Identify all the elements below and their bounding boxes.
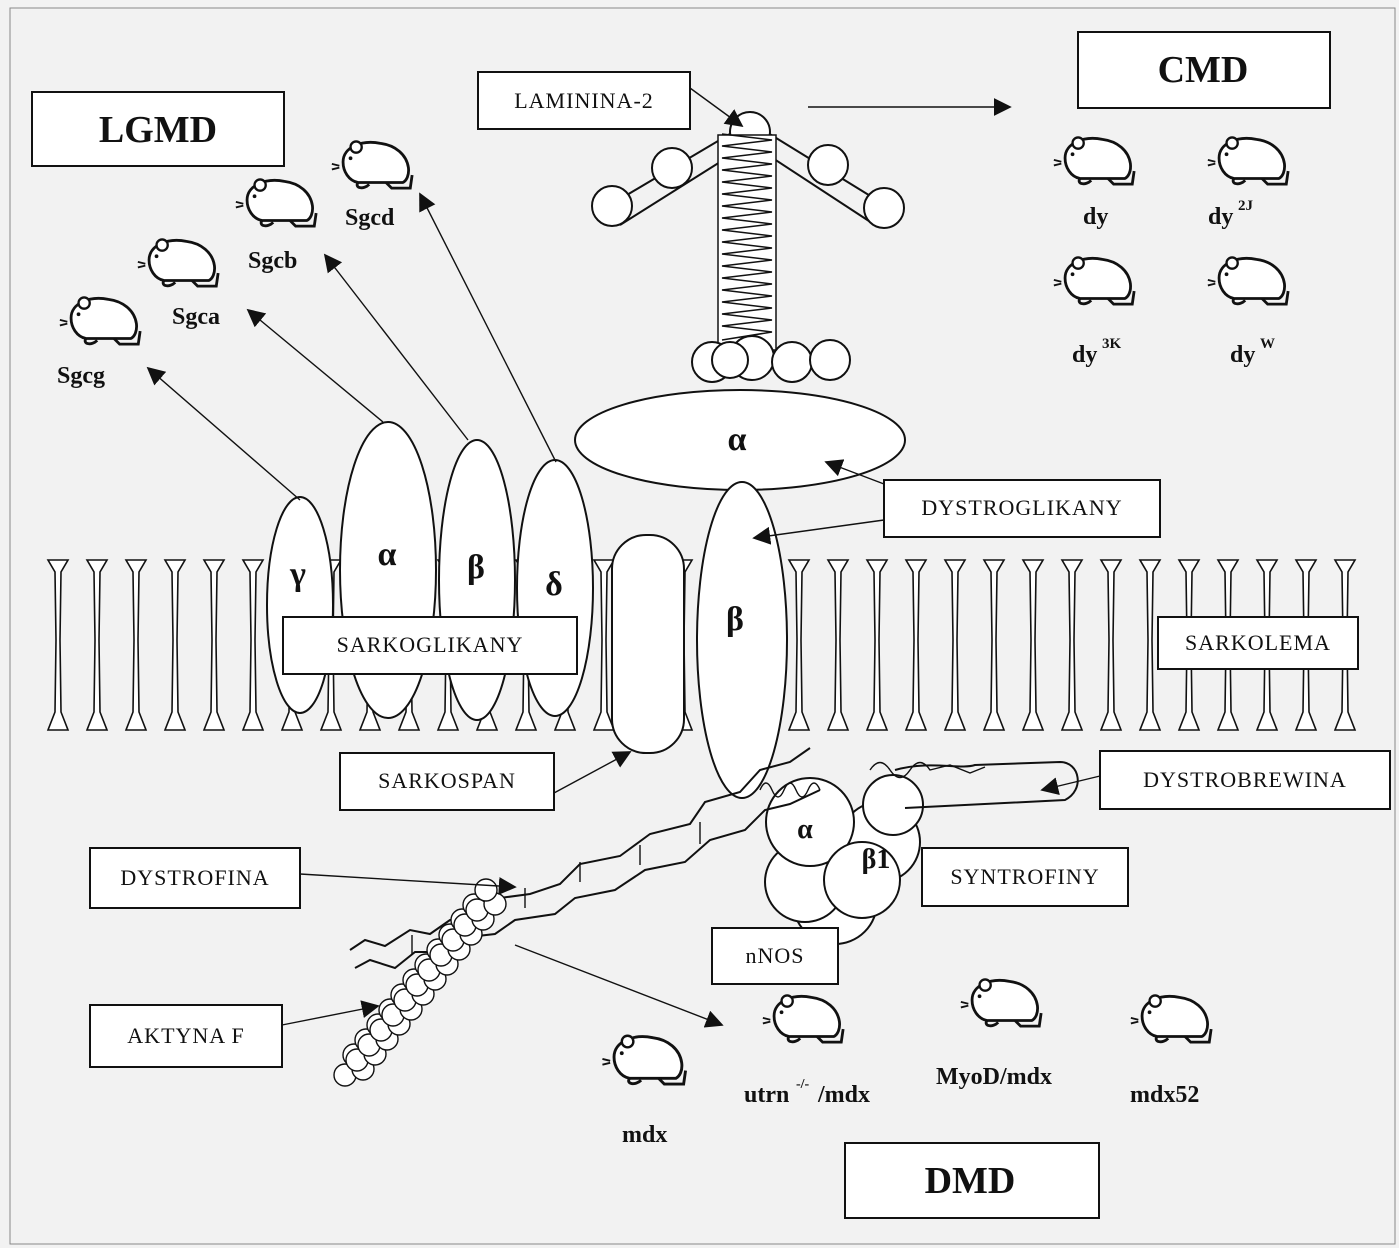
utrn-label: utrn	[744, 1082, 789, 1108]
gamma-sarcoglycan	[267, 497, 333, 713]
sarkospan-label: SARKOSPAN	[378, 768, 516, 793]
mdx52-label: mdx52	[1130, 1082, 1199, 1108]
dy-label: dy	[1083, 204, 1108, 230]
dystrofina-box: DYSTROFINA	[90, 848, 300, 908]
dyw-label: dy	[1230, 342, 1255, 368]
aktyna-box: AKTYNA F	[90, 1005, 282, 1067]
nnos-box: nNOS	[712, 928, 838, 984]
dyw-superscript: W	[1260, 336, 1275, 352]
sarkoglikany-box: SARKOGLIKANY	[283, 617, 577, 674]
dy2j-label: dy	[1208, 204, 1233, 230]
aktyna-label: AKTYNA F	[127, 1023, 244, 1048]
alpha-dg-symbol: α	[728, 421, 747, 458]
utrn-mdx-label: /mdx	[817, 1082, 870, 1108]
lgmd-box: LGMD	[32, 92, 284, 166]
sarkolema-box: SARKOLEMA	[1158, 617, 1358, 669]
laminina-label: LAMININA-2	[514, 88, 654, 113]
cmd-box: CMD	[1078, 32, 1330, 108]
dy3k-label: dy	[1072, 342, 1097, 368]
nnos-label: nNOS	[745, 943, 804, 968]
sarcospan-shape	[612, 535, 684, 753]
beta1-syn-symbol: β1	[862, 844, 891, 875]
dystrofina-label: DYSTROFINA	[120, 865, 269, 890]
dy3k-superscript: 3K	[1102, 336, 1122, 352]
alpha-sarco-symbol: α	[378, 536, 397, 573]
sgcg-label: Sgcg	[57, 363, 105, 389]
syntrofiny-label: SYNTROFINY	[950, 864, 1099, 889]
sgca-label: Sgca	[172, 304, 220, 330]
myod-label: MyoD/mdx	[936, 1064, 1052, 1090]
dystroglikany-label: DYSTROGLIKANY	[921, 495, 1122, 520]
syntrofiny-box: SYNTROFINY	[922, 848, 1128, 906]
sarkoglikany-label: SARKOGLIKANY	[337, 632, 524, 657]
sarkolema-label: SARKOLEMA	[1185, 630, 1331, 655]
beta-dg-symbol: β	[726, 601, 744, 638]
dmd-label: DMD	[925, 1160, 1016, 1202]
delta-symbol: δ	[545, 566, 563, 603]
lgmd-label: LGMD	[99, 109, 217, 151]
cmd-label: CMD	[1158, 49, 1249, 91]
dystrobrewina-label: DYSTROBREWINA	[1143, 767, 1347, 792]
dmd-box: DMD	[845, 1143, 1099, 1218]
dystroglikany-box: DYSTROGLIKANY	[884, 480, 1160, 537]
dystrobrewina-box: DYSTROBREWINA	[1100, 751, 1390, 809]
dy2j-superscript: 2J	[1238, 198, 1254, 214]
sgcb-label: Sgcb	[248, 248, 297, 274]
sarkospan-box: SARKOSPAN	[340, 753, 554, 810]
mdx-label: mdx	[622, 1122, 667, 1148]
gamma-symbol: γ	[289, 556, 306, 593]
beta-dystroglycan-shape	[697, 482, 787, 798]
actin-bead	[475, 879, 497, 901]
sgcd-label: Sgcd	[345, 205, 395, 231]
laminina-box: LAMININA-2	[478, 72, 690, 129]
beta-sarco-symbol: β	[467, 549, 485, 586]
utrn-superscript: -/-	[796, 1077, 810, 1092]
alpha-syn-symbol: α	[797, 814, 813, 845]
